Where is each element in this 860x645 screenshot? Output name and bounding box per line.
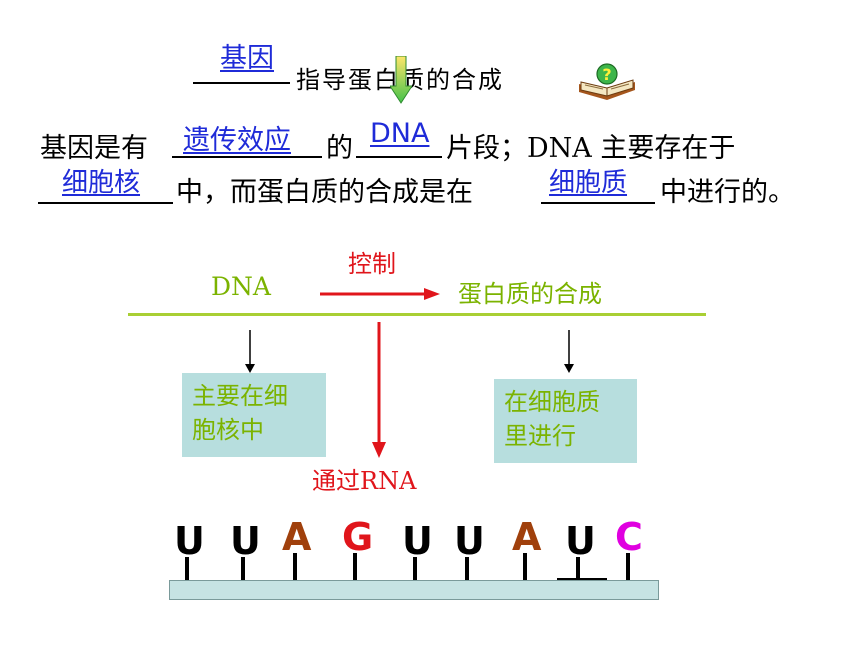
blank-1 [172,130,322,158]
sentence-part3: 片段；DNA 主要存在于 [446,133,736,164]
base-g-4: G [342,515,374,559]
base-a-3: A [282,515,312,559]
cytoplasm-box: 在细胞质里进行 [494,379,637,463]
base-u-1: U [174,519,205,563]
sentence-part1: 基因是有 [40,133,148,164]
base-u-2: U [230,519,261,563]
answer-1: 遗传效应 [183,125,291,156]
answer-4: 细胞质 [549,168,628,198]
book-question-icon: ? [579,63,635,100]
strand-connector [557,578,607,580]
sentence-part5: 中进行的。 [660,177,795,208]
blank-4 [541,176,655,204]
down-arrow-right [564,330,574,373]
down-arrow-center [372,322,386,458]
base-stem-3 [293,553,297,580]
base-u-8: U [565,519,596,563]
base-stem-5 [413,557,417,580]
base-u-6: U [454,519,485,563]
base-stem-6 [465,557,469,580]
base-stem-8 [576,557,580,580]
down-arrow-icon [390,56,412,104]
answer-2: DNA [370,118,430,149]
control-label: 控制 [348,250,396,278]
rna-backbone-bar [169,580,659,600]
base-stem-9 [626,553,630,580]
nucleus-box: 主要在细胞核中 [182,373,326,457]
sentence-part2: 的 [326,133,353,164]
base-stem-2 [241,557,245,580]
blank-3 [38,176,173,204]
base-u-5: U [402,519,433,563]
down-arrow-left [245,330,255,373]
nucleus-box-text: 主要在细胞核中 [192,382,288,444]
base-a-7: A [512,515,542,559]
answer-3: 细胞核 [62,168,141,198]
svg-text:?: ? [602,65,611,84]
green-divider [128,313,706,316]
base-c-9: C [615,515,643,559]
blank-2 [356,130,442,158]
control-arrow [320,288,440,300]
dna-label: DNA [211,272,271,301]
base-stem-7 [523,553,527,580]
via-rna-label: 通过RNA [312,467,417,495]
protein-synthesis-label: 蛋白质的合成 [458,280,602,308]
cytoplasm-box-text: 在细胞质里进行 [504,388,600,450]
base-stem-4 [353,553,357,580]
heading-blank [193,56,290,84]
sentence-part4: 中，而蛋白质的合成是在 [176,177,473,208]
heading-answer: 基因 [220,43,274,74]
base-stem-1 [185,557,189,580]
